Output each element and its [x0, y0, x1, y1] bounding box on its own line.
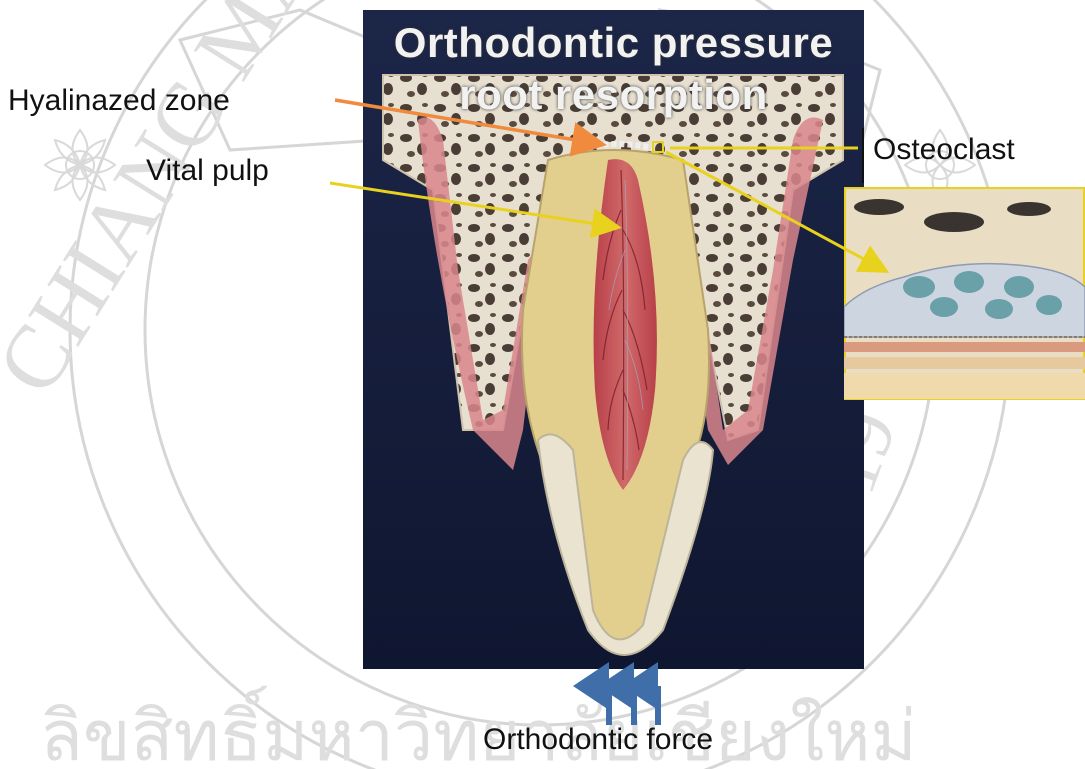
vital-pulp-arrow	[330, 183, 616, 227]
hyalinized-zone-label: Hyalinazed zone	[8, 86, 230, 116]
orthodontic-force-arrows	[609, 686, 658, 725]
orthodontic-force-label: Orthodontic force	[483, 725, 713, 755]
hyalinized-zone-arrow	[335, 100, 600, 144]
vital-pulp-label: Vital pulp	[146, 156, 269, 186]
osteoclast-label: Osteoclast	[873, 135, 1015, 165]
osteoclast-inset-connector	[666, 152, 884, 270]
osteoclast-label-bar	[862, 128, 864, 183]
